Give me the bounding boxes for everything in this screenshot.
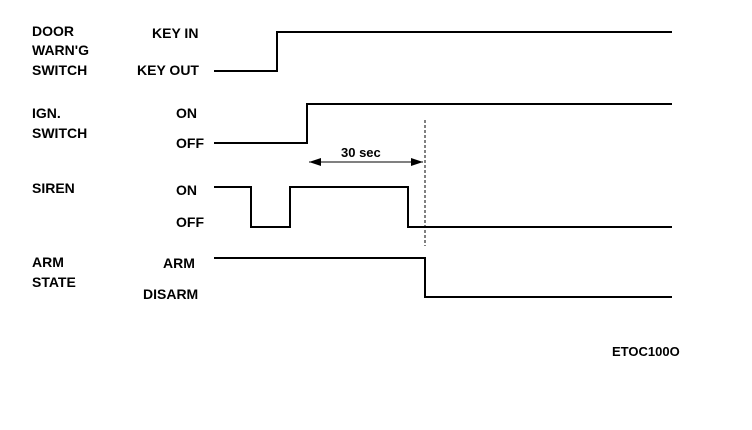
siren-state-on-label: ON: [176, 182, 197, 198]
arm-state-name-line2: STATE: [32, 274, 76, 290]
siren-state-off-label: OFF: [176, 214, 204, 230]
arm-state-waveform: [214, 257, 672, 298]
door-switch-name-line2: WARN'G: [32, 42, 89, 58]
siren-waveform: [214, 186, 672, 228]
ign-switch-name-line1: IGN.: [32, 105, 61, 121]
door-switch-name-line1: DOOR: [32, 23, 74, 39]
delay-label: 30 sec: [341, 145, 381, 160]
door-switch-name-line3: SWITCH: [32, 62, 87, 78]
door-switch-waveform: [214, 31, 672, 72]
arm-state-name-line1: ARM: [32, 254, 64, 270]
delay-arrow-left-icon: [309, 158, 321, 166]
door-state-key-in-label: KEY IN: [152, 25, 198, 41]
arm-state-disarm-label: DISARM: [143, 286, 198, 302]
siren-name: SIREN: [32, 180, 75, 196]
figure-code: ETOC100O: [612, 344, 680, 359]
ign-state-on-label: ON: [176, 105, 197, 121]
ign-state-off-label: OFF: [176, 135, 204, 151]
ign-switch-waveform: [214, 103, 672, 144]
ign-switch-name-line2: SWITCH: [32, 125, 87, 141]
delay-arrow-right-icon: [411, 158, 423, 166]
door-state-key-out-label: KEY OUT: [137, 62, 199, 78]
arm-state-arm-label: ARM: [163, 255, 195, 271]
